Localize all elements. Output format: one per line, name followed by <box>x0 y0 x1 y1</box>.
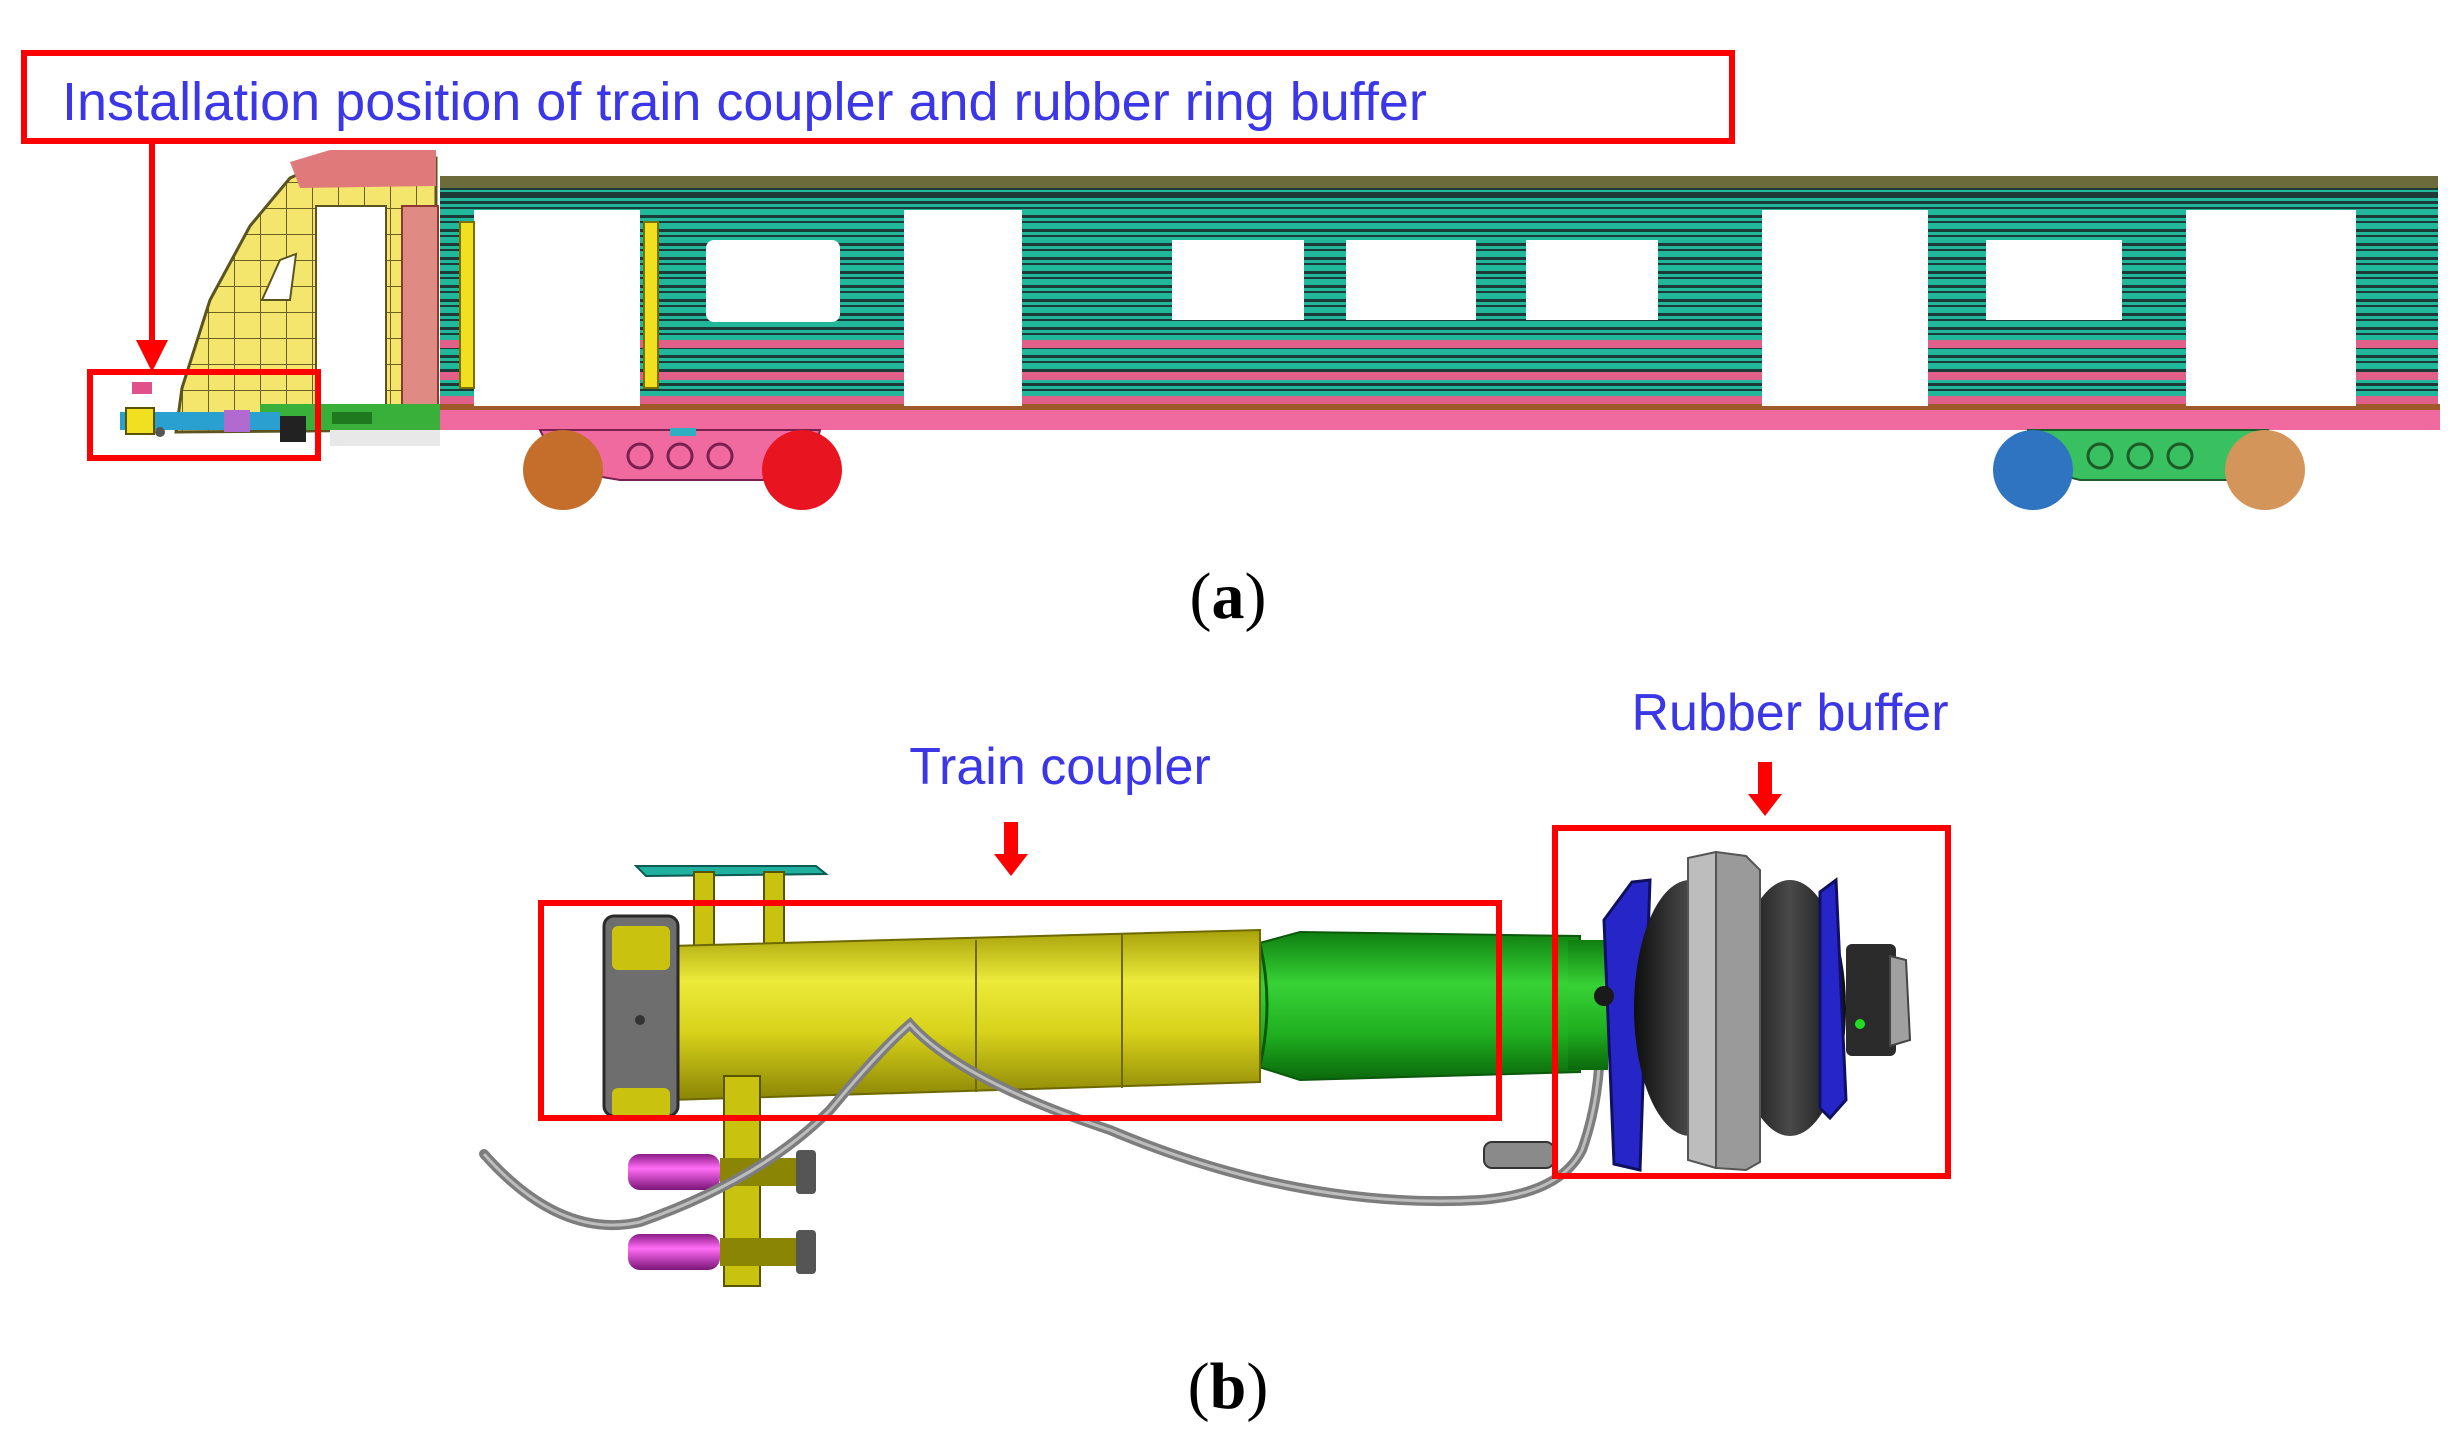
train-side-view <box>120 150 2440 510</box>
car-openings <box>474 210 2356 406</box>
callout-text: Installation position of train coupler a… <box>62 72 1427 132</box>
wheel <box>1993 430 2073 510</box>
window <box>1346 240 1476 320</box>
buffer-arrow <box>1748 762 1782 816</box>
bogie-rear <box>1993 429 2305 510</box>
buffer-label: Rubber buffer <box>1631 684 1948 742</box>
window <box>706 240 840 322</box>
wheel <box>2225 430 2305 510</box>
pink-stripe-upper <box>440 340 2438 348</box>
callout-box <box>21 50 1735 144</box>
window <box>1172 240 1304 320</box>
cab-pillar <box>401 205 439 413</box>
rubber-buffer <box>1568 850 1912 1172</box>
wheel <box>523 430 603 510</box>
wheel <box>762 430 842 510</box>
door <box>1762 210 1928 406</box>
door <box>2186 210 2356 406</box>
coupler-yellow-tube <box>669 928 1261 1102</box>
train-cab <box>174 150 440 446</box>
window <box>1526 240 1658 320</box>
coupler-callout-box <box>538 900 1502 1121</box>
pink-stripe-lower <box>440 372 2438 380</box>
coupler-location-box <box>87 369 321 461</box>
window <box>1986 240 2122 320</box>
panel-a-label: (a) <box>1190 560 1267 633</box>
coupler-green-section <box>1255 930 1581 1082</box>
buffer-callout-box <box>1552 825 1951 1179</box>
car-roof <box>440 176 2438 188</box>
bogie-front <box>523 428 842 510</box>
magenta-bolt <box>628 1230 816 1274</box>
door <box>474 210 640 406</box>
front-coupler <box>120 382 306 442</box>
door <box>904 210 1022 406</box>
panel-b-label: (b) <box>1188 1350 1269 1423</box>
callout-arrow-head <box>136 340 168 372</box>
coupler-label: Train coupler <box>909 738 1211 796</box>
coupler-arrow <box>994 822 1028 876</box>
coupler-assembly <box>479 850 1912 1287</box>
cab-door-opening <box>315 205 387 407</box>
